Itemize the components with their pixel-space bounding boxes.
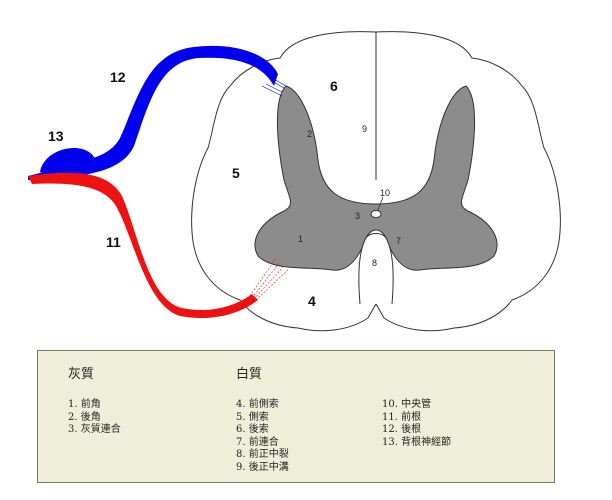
- legend-items-white: 4. 前側索 5. 側索 6. 後索 7. 前連合 8. 前正中裂 9. 後正中…: [236, 399, 289, 474]
- legend-other: 10. 中央管 11. 前根 12. 後根 13. 背根神經節: [382, 363, 451, 449]
- label-11: 11: [106, 234, 121, 250]
- label-10: 10: [380, 188, 390, 198]
- label-8: 8: [372, 258, 377, 268]
- legend-heading-white: 白質: [236, 367, 263, 382]
- label-5: 5: [232, 165, 240, 181]
- ventral-rootlets: [249, 257, 289, 301]
- legend-item: 10. 中央管: [382, 399, 432, 410]
- anterior-median-fissure: [358, 233, 394, 305]
- legend-item: 7. 前連合: [236, 436, 279, 448]
- legend-item: 13. 背根神經節: [382, 436, 452, 448]
- gray-matter: [254, 85, 498, 271]
- label-7: 7: [396, 236, 401, 246]
- label-9: 9: [362, 124, 367, 134]
- legend-heading-gray: 灰質: [68, 367, 95, 382]
- spinal-cord-diagram: 1 2 3 4 5 6 7 8 9 10 11 12 13: [28, 31, 561, 332]
- legend-items-gray: 1. 前角 2. 後角 3. 灰質連合: [68, 399, 121, 437]
- legend-item: 9. 後正中溝: [236, 461, 289, 473]
- legend-heading-spacer: [382, 363, 451, 385]
- legend-item: 4. 前側索: [236, 399, 279, 410]
- legend-item: 12. 後根: [382, 424, 422, 435]
- label-2: 2: [307, 129, 312, 139]
- label-12: 12: [110, 69, 126, 85]
- legend-item: 6. 後索: [236, 424, 269, 435]
- label-6: 6: [330, 78, 338, 94]
- legend-white-matter: 白質 4. 前側索 5. 側索 6. 後索 7. 前連合 8. 前正中裂 9. …: [236, 363, 289, 474]
- label-4: 4: [308, 293, 316, 309]
- legend-items-other: 10. 中央管 11. 前根 12. 後根 13. 背根神經節: [382, 399, 451, 449]
- legend-item: 5. 側索: [236, 411, 269, 423]
- central-canal: [370, 210, 382, 218]
- legend-item: 3. 灰質連合: [68, 424, 121, 435]
- legend-item: 11. 前根: [382, 411, 422, 423]
- legend-gray-matter: 灰質 1. 前角 2. 後角 3. 灰質連合: [68, 363, 121, 437]
- legend-box: 灰質 1. 前角 2. 後角 3. 灰質連合 白質 4. 前側索 5. 側索 6…: [37, 350, 555, 483]
- label-1: 1: [298, 234, 303, 244]
- dorsal-root: [28, 45, 278, 180]
- dorsal-rootlets: [261, 77, 287, 97]
- legend-item: 8. 前正中裂: [236, 449, 289, 460]
- label-3: 3: [355, 211, 360, 221]
- legend-item: 2. 後角: [68, 411, 101, 423]
- legend-item: 1. 前角: [68, 399, 101, 410]
- dorsal-root-ganglion: [40, 148, 97, 177]
- label-13: 13: [48, 128, 64, 144]
- central-canal-pointer: [377, 196, 384, 211]
